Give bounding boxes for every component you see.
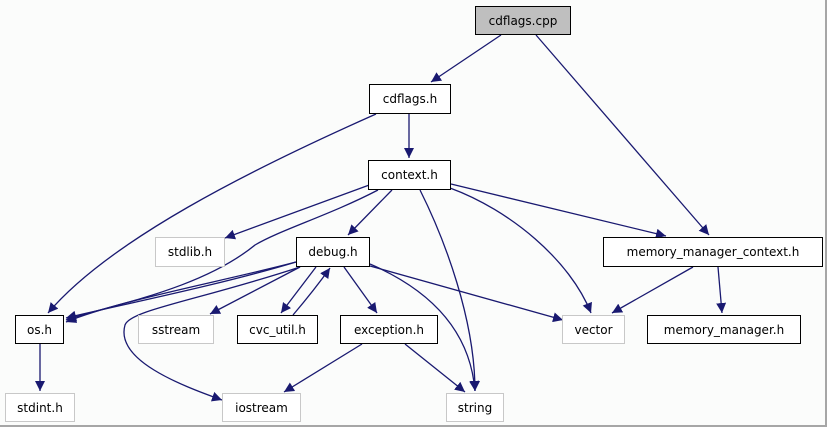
- edge-debug-h-to-iostream: [123, 266, 301, 402]
- edge-debug-h-to-os-h: [65, 261, 297, 321]
- edge-memory-manager-context-h-to-memory-manager-h: [716, 266, 727, 314]
- node-string[interactable]: string: [446, 393, 504, 422]
- edge-debug-h-to-sstream: [209, 266, 301, 315]
- edge-debug-h-to-vector: [369, 265, 564, 323]
- edge-cdflags-cpp-to-memory-manager-context-h: [535, 34, 710, 236]
- edge-cvc-util-h-to-debug-h: [292, 267, 331, 316]
- node-debug-h[interactable]: debug.h: [296, 237, 370, 267]
- node-sstream[interactable]: sstream: [138, 315, 214, 344]
- node-stdint-h[interactable]: stdint.h: [5, 393, 75, 422]
- edge-context-h-to-string: [419, 189, 480, 392]
- edge-debug-h-to-cvc-util-h: [280, 266, 317, 314]
- edge-exception-h-to-string: [404, 343, 466, 393]
- node-memory-manager-h[interactable]: memory_manager.h: [647, 315, 801, 344]
- node-cdflags-h[interactable]: cdflags.h: [369, 84, 451, 114]
- edge-exception-h-to-iostream: [283, 343, 363, 393]
- edge-memory-manager-context-h-to-vector: [611, 266, 694, 314]
- edge-context-h-to-vector: [449, 187, 592, 314]
- edge-debug-h-to-exception-h: [343, 266, 378, 314]
- edge-context-h-to-debug-h: [347, 189, 393, 236]
- node-iostream[interactable]: iostream: [222, 393, 301, 422]
- node-exception-h[interactable]: exception.h: [340, 315, 438, 344]
- node-cvc-util-h[interactable]: cvc_util.h: [237, 315, 318, 344]
- edge-context-h-to-memory-manager-context-h: [450, 183, 667, 239]
- edge-cdflags-cpp-to-cdflags-h: [430, 34, 502, 83]
- edge-cvc-util-h-to-os-h: [65, 261, 297, 323]
- edge-context-h-to-stdlib-h: [224, 183, 373, 240]
- node-stdlib-h[interactable]: stdlib.h: [155, 237, 225, 267]
- edge-debug-h-to-string: [369, 263, 480, 392]
- node-memory-manager-context-h[interactable]: memory_manager_context.h: [603, 237, 823, 267]
- node-os-h[interactable]: os.h: [15, 315, 64, 344]
- edge-cdflags-h-to-os-h: [47, 113, 377, 314]
- node-vector[interactable]: vector: [562, 315, 625, 344]
- node-cdflags-cpp[interactable]: cdflags.cpp: [475, 6, 571, 35]
- node-context-h[interactable]: context.h: [368, 160, 451, 190]
